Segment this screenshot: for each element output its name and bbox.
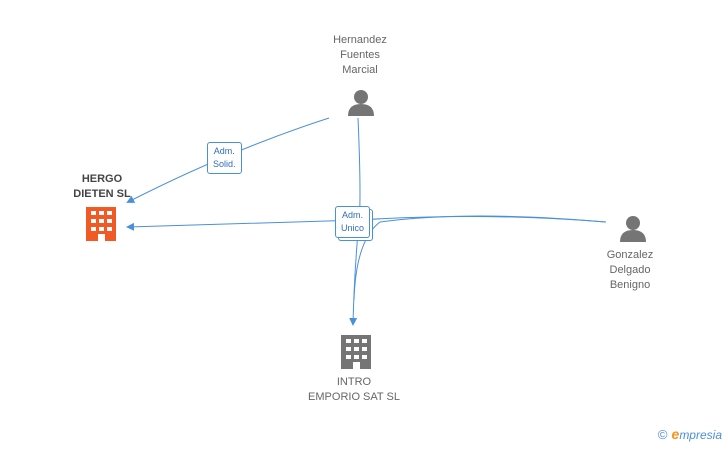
edge-label-adm-solid: Adm. Solid. bbox=[207, 142, 242, 174]
node-label-gonzalez: Gonzalez Delgado Benigno bbox=[606, 249, 654, 291]
node-label-hergo: HERGO DIETEN SL bbox=[73, 173, 131, 200]
copyright-icon: © bbox=[657, 426, 668, 442]
brand-logo-text: mpresia bbox=[679, 428, 722, 442]
watermark: © empresia bbox=[658, 426, 722, 442]
person-icon bbox=[620, 216, 646, 242]
node-label-intro: INTRO EMPORIO SAT SL bbox=[308, 376, 400, 403]
person-icon bbox=[348, 90, 374, 116]
building-icon bbox=[86, 207, 116, 241]
building-icon bbox=[341, 335, 371, 369]
brand-logo-e: e bbox=[671, 426, 680, 442]
node-label-hernandez: Hernandez Fuentes Marcial bbox=[333, 34, 387, 76]
edge-label-adm-unico: Adm. Unico bbox=[335, 206, 371, 238]
edge-gonzalez-intro bbox=[353, 215, 607, 301]
